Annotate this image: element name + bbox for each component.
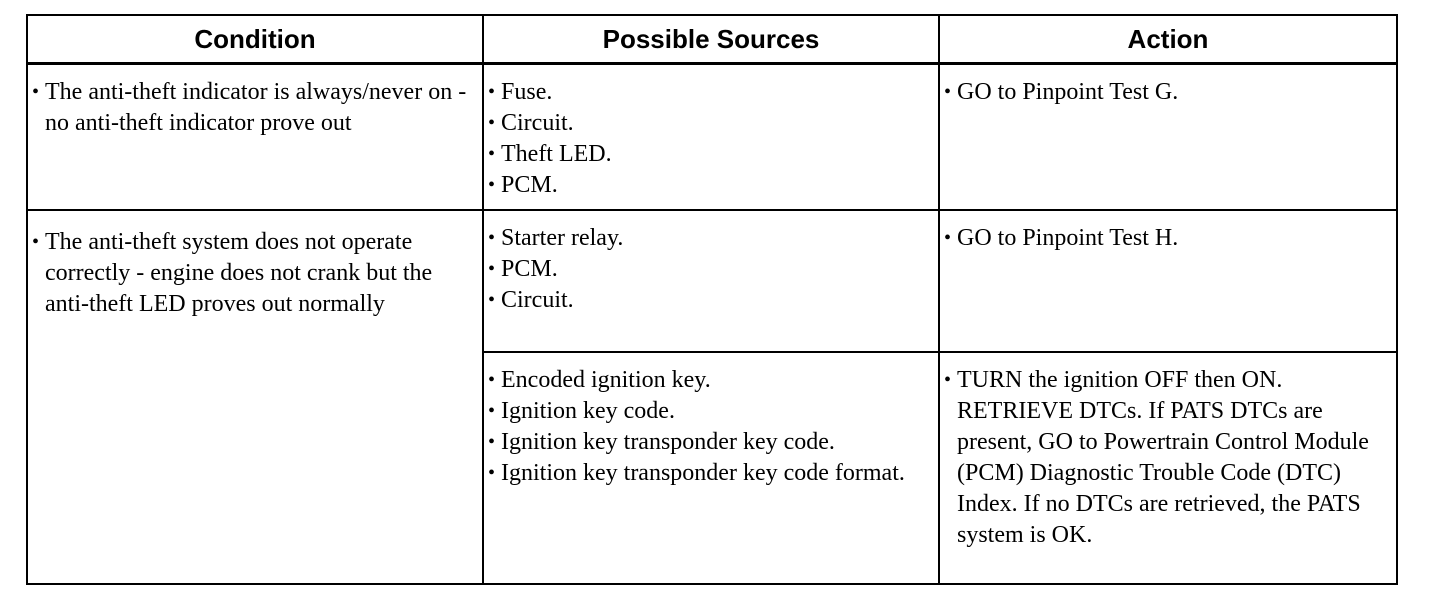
bullet-icon: • [944,81,952,103]
action-text: TURN the ignition OFF then ON. RETRIEVE … [957,367,1369,548]
bullet-icon: • [488,431,496,453]
sources-cell: •Fuse. •Circuit. •Theft LED. •PCM. [482,62,940,211]
header-condition: Condition [26,14,484,65]
sources-list: •Fuse. •Circuit. •Theft LED. •PCM. [488,77,930,201]
table-row: •Encoded ignition key. •Ignition key cod… [27,351,1398,585]
sources-list: •Encoded ignition key. •Ignition key cod… [488,365,930,489]
list-item: •The anti-theft system does not operate … [32,227,474,320]
list-item: •Circuit. [488,108,930,139]
list-item: •Ignition key code. [488,396,930,427]
action-cell: •GO to Pinpoint Test G. [938,62,1398,211]
bullet-icon: • [488,258,496,280]
action-text: GO to Pinpoint Test H. [957,225,1179,251]
list-item: •GO to Pinpoint Test H. [944,223,1388,254]
sources-cell: •Starter relay. •PCM. •Circuit. [482,209,940,353]
condition-text: The anti-theft system does not operate c… [45,229,433,317]
source-text: PCM. [501,172,558,198]
bullet-icon: • [488,227,496,249]
bullet-icon: • [488,289,496,311]
list-item: •The anti-theft indicator is always/neve… [32,77,474,139]
list-item: •Fuse. [488,77,930,108]
action-list: •GO to Pinpoint Test H. [944,223,1388,254]
bullet-icon: • [32,81,40,103]
condition-text: The anti-theft indicator is always/never… [45,79,467,136]
bullet-icon: • [488,174,496,196]
bullet-icon: • [944,227,952,249]
list-item: •TURN the ignition OFF then ON. RETRIEVE… [944,365,1388,551]
source-text: Theft LED. [501,141,612,167]
list-item: •Encoded ignition key. [488,365,930,396]
list-item: •GO to Pinpoint Test G. [944,77,1388,108]
list-item: •Ignition key transponder key code. [488,427,930,458]
bullet-icon: • [488,143,496,165]
diagnostic-table: Condition Possible Sources Action •The a… [26,14,1398,585]
header-action: Action [938,14,1398,65]
bullet-icon: • [488,112,496,134]
action-list: •TURN the ignition OFF then ON. RETRIEVE… [944,365,1388,551]
source-text: Circuit. [501,110,574,136]
source-text: PCM. [501,256,558,282]
list-item: •PCM. [488,170,930,201]
list-item: •Circuit. [488,285,930,316]
bullet-icon: • [944,369,952,391]
condition-cell: •The anti-theft system does not operate … [26,209,484,585]
list-item: •PCM. [488,254,930,285]
source-text: Ignition key transponder key code. [501,429,835,455]
source-text: Fuse. [501,79,553,105]
sources-list: •Starter relay. •PCM. •Circuit. [488,223,930,316]
bullet-icon: • [488,400,496,422]
source-text: Starter relay. [501,225,624,251]
action-cell: •TURN the ignition OFF then ON. RETRIEVE… [938,351,1398,585]
bullet-icon: • [488,369,496,391]
source-text: Circuit. [501,287,574,313]
action-text: GO to Pinpoint Test G. [957,79,1179,105]
sources-cell: •Encoded ignition key. •Ignition key cod… [482,351,940,585]
bullet-icon: • [488,462,496,484]
source-text: Ignition key code. [501,398,675,424]
list-item: •Ignition key transponder key code forma… [488,458,930,489]
table-row: •The anti-theft indicator is always/neve… [26,62,1398,211]
bullet-icon: • [488,81,496,103]
list-item: •Starter relay. [488,223,930,254]
action-cell: •GO to Pinpoint Test H. [938,209,1398,353]
condition-list: •The anti-theft system does not operate … [32,227,474,320]
source-text: Ignition key transponder key code format… [501,460,905,486]
diagnostic-table-container: Condition Possible Sources Action •The a… [26,14,1398,585]
action-list: •GO to Pinpoint Test G. [944,77,1388,108]
condition-cell: •The anti-theft indicator is always/neve… [26,62,484,211]
list-item: •Theft LED. [488,139,930,170]
bullet-icon: • [32,231,40,253]
condition-list: •The anti-theft indicator is always/neve… [32,77,474,139]
source-text: Encoded ignition key. [501,367,711,393]
table-row: •The anti-theft system does not operate … [26,209,1398,585]
header-row: Condition Possible Sources Action [26,14,1398,65]
header-possible-sources: Possible Sources [482,14,940,65]
